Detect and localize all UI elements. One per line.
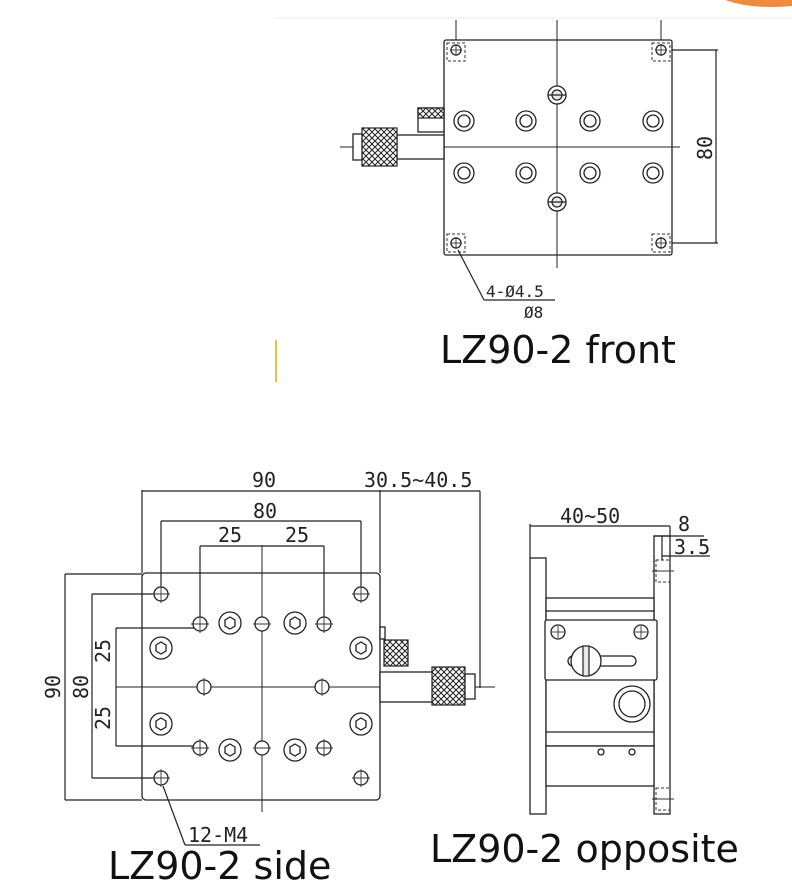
front-hole-callout: 4-Ø4.5	[486, 282, 544, 301]
front-height-dim: 80	[693, 136, 717, 160]
corner-hole-icon	[446, 42, 466, 62]
opposite-view-title: LZ90-2 opposite	[430, 827, 739, 871]
front-view: 80 4-Ø4.5 Ø8 LZ90-2 front	[340, 20, 718, 372]
opposite-view: 40~50 8 3.5 LZ90-2 opposite	[430, 504, 739, 871]
front-view-title: LZ90-2 front	[440, 328, 676, 372]
threaded-hole-icon	[152, 585, 370, 787]
front-counterbore-callout: Ø8	[524, 303, 543, 322]
micrometer-head-icon	[379, 626, 476, 706]
side-pitch-right-dim: 25	[285, 523, 309, 547]
corner-hole-icon	[446, 233, 466, 253]
side-height-span-dim: 80	[69, 675, 93, 699]
corner-hole-icon	[651, 42, 671, 62]
side-thread-callout: 12-M4	[188, 823, 248, 847]
opposite-width-range-dim: 40~50	[560, 504, 620, 528]
opposite-offset-inner-dim: 3.5	[674, 535, 710, 559]
side-view: 90 30.5~40.5 80 25 25 90 80 25 25	[41, 468, 495, 882]
opposite-offset-outer-dim: 8	[678, 512, 690, 536]
lock-screw-icon	[547, 85, 567, 212]
side-pitch-upper-dim: 25	[91, 639, 115, 663]
side-pitch-lower-dim: 25	[91, 706, 115, 730]
lock-screw-icon	[550, 624, 649, 677]
side-travel-range-dim: 30.5~40.5	[364, 468, 472, 492]
side-hole-span-dim: 80	[253, 499, 277, 523]
side-view-title: LZ90-2 side	[108, 844, 331, 882]
socket-screw-icon	[149, 611, 373, 762]
side-pitch-left-dim: 25	[218, 523, 242, 547]
micrometer-head-icon	[352, 107, 445, 167]
side-height-total-dim: 90	[41, 675, 65, 699]
socket-screw-icon	[453, 110, 664, 184]
corner-hole-icon	[651, 233, 671, 253]
side-width-total-dim: 90	[252, 468, 276, 492]
